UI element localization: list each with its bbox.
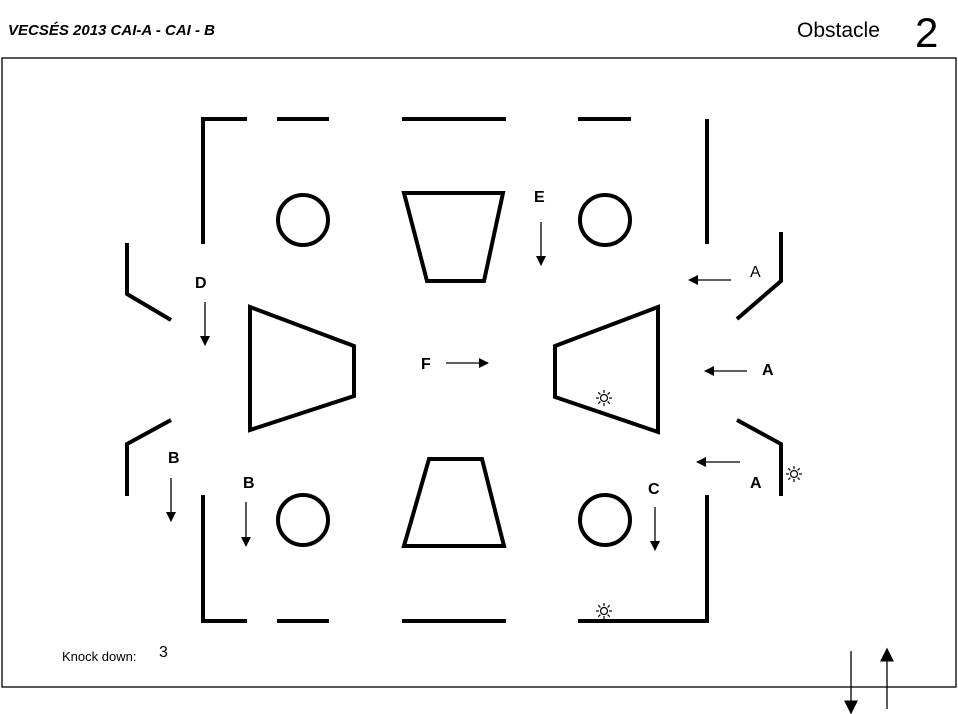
circle-bottom-right [578, 493, 632, 547]
circle-top-right [578, 193, 632, 247]
trapezoid-right [553, 304, 660, 435]
walls [125, 117, 783, 623]
label-c: C [648, 481, 660, 498]
label-b-right: B [243, 475, 255, 492]
trapezoid-left [248, 304, 356, 433]
course-title: VECSÉS 2013 CAI-A - CAI - B [8, 22, 215, 39]
arena-border [1, 57, 957, 688]
circles [276, 193, 632, 547]
wall-bottom-right-corner [578, 495, 709, 623]
label-d: D [195, 275, 207, 292]
knock-down-label: Knock down: [62, 649, 136, 664]
knock-down-value: 3 [159, 644, 168, 661]
trapezoid-top [401, 191, 506, 283]
wall-right-upper-angle [735, 232, 783, 321]
label-a-lower: A [750, 475, 762, 492]
trapezoids [248, 191, 660, 548]
sun-icon [785, 465, 803, 483]
wall-right-lower-angle [736, 418, 783, 496]
wall-left-lower-angle [125, 418, 172, 496]
trapezoid-bottom [401, 457, 507, 548]
sun-icon [595, 389, 613, 407]
label-a-middle: A [762, 362, 774, 379]
label-a-upper: A [750, 264, 761, 281]
arrows [166, 222, 894, 714]
label-e: E [534, 189, 545, 206]
wall-left-upper-angle [125, 243, 173, 322]
circle-top-left [276, 193, 330, 247]
wall-bottom-left-corner [201, 495, 247, 623]
label-f: F [421, 356, 431, 373]
wall-top-left-corner [201, 117, 247, 244]
circle-bottom-left [276, 493, 330, 547]
obstacle-label: Obstacle [797, 19, 880, 42]
sun-icon [595, 602, 613, 620]
label-b-left: B [168, 450, 180, 467]
obstacle-number: 2 [915, 9, 939, 56]
